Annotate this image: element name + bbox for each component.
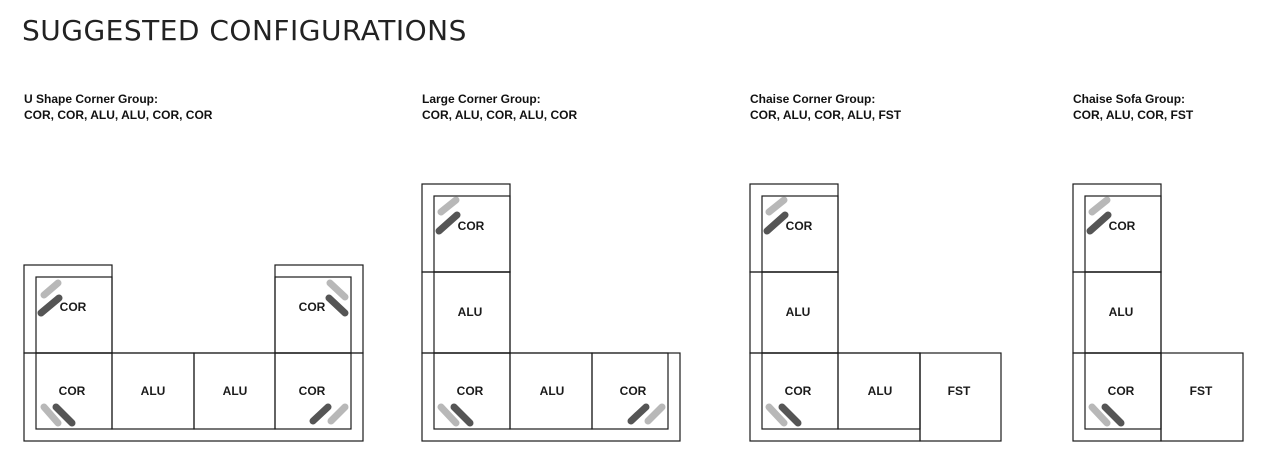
module-label: COR: [785, 384, 812, 398]
module-outline: [749, 352, 921, 442]
corner-strap-dark: [778, 403, 802, 427]
module-fst: [919, 352, 1002, 442]
module-label: ALU: [868, 384, 893, 398]
module-label: COR: [60, 300, 87, 314]
group-items: COR, COR, ALU, ALU, COR, COR: [24, 108, 213, 122]
module-label: COR: [1109, 219, 1136, 233]
chaise-sofa-group-header: Chaise Sofa Group: COR, ALU, COR, FST: [1073, 91, 1193, 123]
group-items: COR, ALU, COR, FST: [1073, 108, 1194, 122]
module-label: ALU: [141, 384, 166, 398]
chaise-corner-group-header: Chaise Corner Group: COR, ALU, COR, ALU,…: [750, 91, 901, 123]
module-label: FST: [1190, 384, 1213, 398]
corner-strap-dark: [627, 403, 650, 425]
corner-strap-dark: [1086, 211, 1112, 235]
corner-strap-dark: [1101, 403, 1125, 427]
module-label: COR: [299, 384, 326, 398]
module-label: ALU: [1109, 305, 1134, 319]
module-label: ALU: [458, 305, 483, 319]
corner-strap-dark: [52, 403, 76, 427]
group-name: U Shape Corner Group:: [24, 92, 159, 106]
corner-strap-light: [1088, 403, 1111, 427]
module-label: COR: [457, 384, 484, 398]
corner-strap-dark: [435, 211, 461, 235]
module-label: ALU: [540, 384, 565, 398]
module-fst: [1160, 352, 1244, 442]
u-shape-diagram: COR COR ALU ALU COR COR: [23, 264, 364, 442]
large-corner-group-header: Large Corner Group: COR, ALU, COR, ALU, …: [422, 91, 577, 123]
module-label: COR: [59, 384, 86, 398]
chaise-corner-diagram: COR ALU COR ALU FST: [749, 183, 1002, 442]
corner-strap-dark: [325, 294, 349, 317]
chaise-sofa-diagram: COR ALU COR FST: [1072, 183, 1244, 442]
module-label: COR: [458, 219, 485, 233]
group-name: Large Corner Group:: [422, 92, 541, 106]
module-label: ALU: [223, 384, 248, 398]
corner-strap-dark: [450, 403, 474, 427]
module-label: COR: [786, 219, 813, 233]
corner-strap-light: [765, 403, 788, 427]
module-label: COR: [620, 384, 647, 398]
corner-strap-light: [437, 196, 460, 216]
corner-strap-light: [1088, 196, 1111, 216]
corner-strap-light: [40, 403, 62, 427]
corner-strap-light: [765, 196, 788, 216]
corner-strap-light: [644, 403, 666, 425]
corner-strap-dark: [763, 211, 789, 235]
corner-strap-light: [437, 403, 460, 427]
module-label: FST: [948, 384, 971, 398]
group-items: COR, ALU, COR, ALU, COR: [422, 108, 578, 122]
module-label: ALU: [786, 305, 811, 319]
module-cor: [274, 352, 352, 430]
page-title: SUGGESTED CONFIGURATIONS: [22, 14, 467, 47]
corner-strap-light: [327, 403, 349, 425]
corner-strap-light: [326, 279, 349, 301]
u-shape-group-header: U Shape Corner Group: COR, COR, ALU, ALU…: [24, 91, 212, 123]
group-name: Chaise Sofa Group:: [1073, 92, 1186, 106]
module-label: COR: [1108, 384, 1135, 398]
group-items: COR, ALU, COR, ALU, FST: [750, 108, 902, 122]
group-name: Chaise Corner Group:: [750, 92, 876, 106]
module-cor: [591, 352, 669, 430]
large-corner-diagram: COR ALU COR ALU COR: [421, 183, 681, 442]
corner-strap-dark: [309, 403, 332, 425]
corner-strap-dark: [37, 294, 63, 317]
module-label: COR: [299, 300, 326, 314]
corner-strap-light: [40, 279, 62, 299]
